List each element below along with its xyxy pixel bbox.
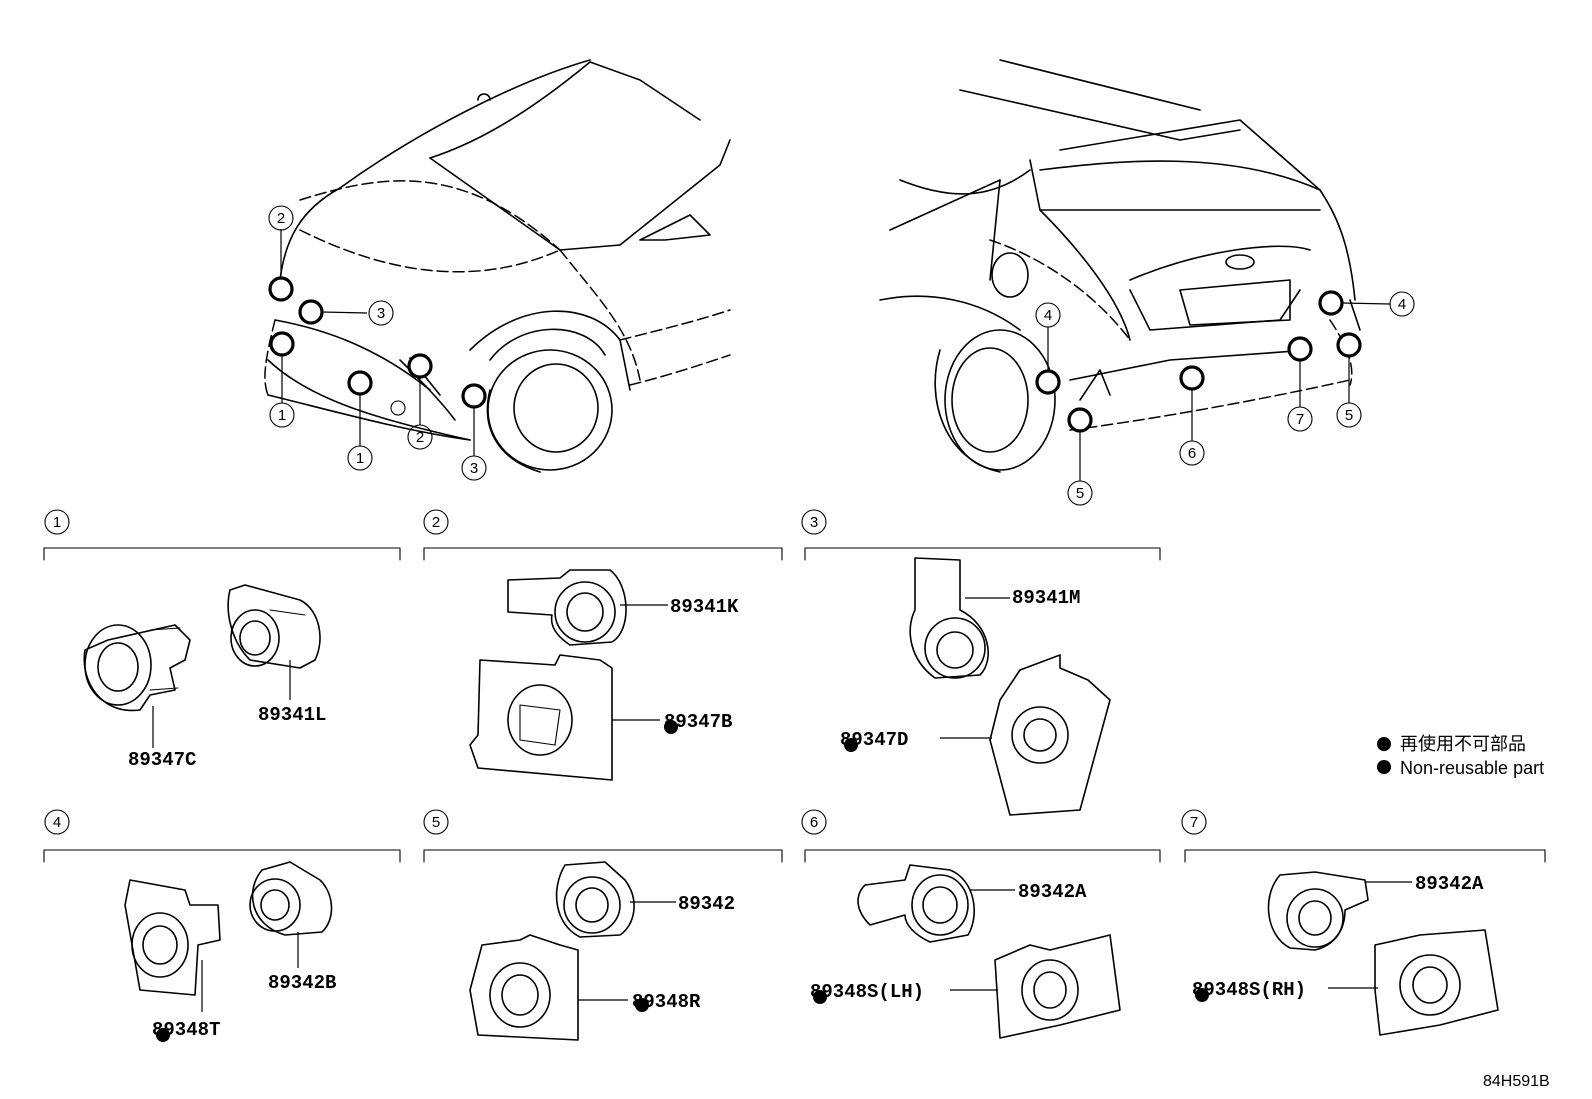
callout-number: 1 xyxy=(356,450,364,467)
section-7-header: 7 xyxy=(1181,809,1546,863)
sensor-89342b-drawing xyxy=(249,861,333,936)
non-reusable-dot xyxy=(156,1028,170,1042)
section-2-parts: 89341K 89347B xyxy=(469,569,739,781)
front-callout-2a: 2 xyxy=(268,205,294,231)
illustration-code: 84H591B xyxy=(1483,1073,1550,1090)
retainer-89347c-drawing xyxy=(83,624,191,712)
callout-number: 3 xyxy=(470,460,478,477)
front-vehicle-view xyxy=(264,59,731,473)
callout-number: 7 xyxy=(1296,411,1304,428)
non-reusable-dot xyxy=(1195,988,1209,1002)
holder-89348s-lh-drawing xyxy=(994,934,1121,1039)
non-reusable-dot xyxy=(635,998,649,1012)
part-number-89348s-lh: 89348S(LH) xyxy=(810,981,924,1003)
rear-callout-4a: 4 xyxy=(1389,291,1415,317)
section-number: 4 xyxy=(53,814,61,831)
part-number-89341m: 89341M xyxy=(1012,587,1080,609)
callout-number: 3 xyxy=(377,305,385,322)
part-number-89342a-rh: 89342A xyxy=(1415,873,1484,895)
front-callout-3b: 3 xyxy=(461,455,487,481)
part-number-89342a: 89342A xyxy=(1018,881,1087,903)
front-sensor-markers xyxy=(268,229,487,456)
section-number: 1 xyxy=(53,514,61,531)
holder-89348r-drawing xyxy=(469,934,579,1041)
front-callout-1a: 1 xyxy=(269,402,295,428)
callout-number: 5 xyxy=(1076,485,1084,502)
non-reusable-markers xyxy=(156,720,1209,1042)
callout-number: 2 xyxy=(416,429,424,446)
part-number-89341l: 89341L xyxy=(258,704,326,726)
section-7-parts: 89342A 89348S(RH) xyxy=(1192,871,1499,1036)
callout-number: 2 xyxy=(277,210,285,227)
callout-number: 6 xyxy=(1188,445,1196,462)
section-5-header: 5 xyxy=(423,809,783,863)
front-callout-1b: 1 xyxy=(347,445,373,471)
callout-number: 1 xyxy=(278,407,286,424)
section-1-header: 1 xyxy=(43,509,401,561)
front-callout-3a: 3 xyxy=(368,300,394,326)
sensor-89342-drawing xyxy=(555,861,635,938)
sensor-89342a-lh-drawing xyxy=(857,864,975,943)
rear-callout-4b: 4 xyxy=(1035,302,1061,328)
rear-vehicle-view xyxy=(879,59,1361,473)
part-number-89347c: 89347C xyxy=(128,749,196,771)
section-number: 7 xyxy=(1190,814,1198,831)
section-5-parts: 89342 89348R xyxy=(469,861,735,1041)
section-number: 2 xyxy=(432,514,440,531)
part-number-89348s-rh: 89348S(RH) xyxy=(1192,979,1306,1001)
section-6-header: 6 xyxy=(801,809,1161,863)
section-number: 6 xyxy=(810,814,818,831)
legend-japanese: 再使用不可部品 xyxy=(1400,734,1526,754)
rear-callout-6: 6 xyxy=(1179,440,1205,466)
sensor-89341l-drawing xyxy=(227,584,321,669)
section-3-header: 3 xyxy=(801,509,1161,561)
section-4-parts: 89348T 89342B xyxy=(124,861,336,1041)
part-number-89342b: 89342B xyxy=(268,972,336,994)
holder-89348t-drawing xyxy=(124,879,221,996)
callout-number: 4 xyxy=(1398,296,1406,313)
section-4-header: 4 xyxy=(43,809,401,863)
section-number: 5 xyxy=(432,814,440,831)
section-6-parts: 89342A 89348S(LH) xyxy=(810,864,1121,1039)
part-number-89341k: 89341K xyxy=(670,596,739,618)
sensor-89341k-drawing xyxy=(507,569,627,646)
non-reusable-dot xyxy=(664,720,678,734)
rear-sensor-markers xyxy=(1035,290,1391,481)
rear-callout-5a: 5 xyxy=(1336,402,1362,428)
sensor-89342a-rh-drawing xyxy=(1267,871,1369,951)
section-number: 3 xyxy=(810,514,818,531)
section-2-header: 2 xyxy=(423,509,783,561)
rear-callout-7: 7 xyxy=(1287,406,1313,432)
sensor-89341m-drawing xyxy=(909,557,989,679)
legend: 再使用不可部品 Non-reusable part xyxy=(1377,734,1544,778)
section-1-parts: 89347C 89341L xyxy=(83,584,326,771)
legend-dot xyxy=(1377,760,1391,774)
front-callout-2b: 2 xyxy=(407,424,433,450)
legend-dot xyxy=(1377,737,1391,751)
holder-89347d-drawing xyxy=(989,654,1111,816)
non-reusable-dot xyxy=(813,990,827,1004)
part-number-89347b: 89347B xyxy=(664,711,732,733)
callout-number: 5 xyxy=(1345,407,1353,424)
holder-89348s-rh-drawing xyxy=(1374,929,1499,1036)
callout-number: 4 xyxy=(1044,307,1052,324)
part-number-89342: 89342 xyxy=(678,893,735,915)
holder-89347b-drawing xyxy=(469,654,613,781)
section-3-parts: 89341M 89347D xyxy=(840,557,1111,816)
legend-english: Non-reusable part xyxy=(1400,758,1544,778)
rear-callout-5b: 5 xyxy=(1067,480,1093,506)
part-number-89348r: 89348R xyxy=(632,991,701,1013)
non-reusable-dot xyxy=(844,738,858,752)
